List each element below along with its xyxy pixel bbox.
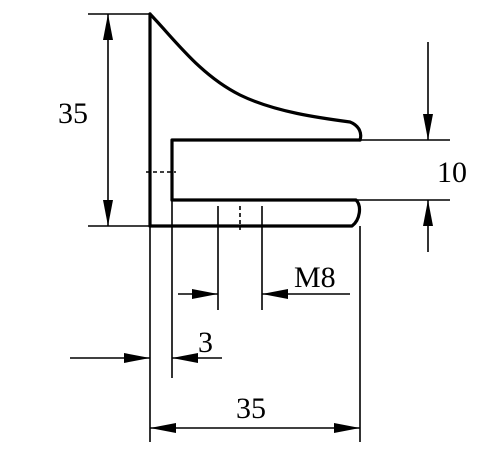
arrow-up <box>103 14 113 40</box>
lower-jaw <box>148 198 362 228</box>
dimension-label-thread: M8 <box>294 261 336 294</box>
dimension-thread: M8 <box>178 230 350 310</box>
arrow-down <box>103 200 113 226</box>
dimension-slot-height: 10 <box>356 42 467 252</box>
dimension-height-left: 35 <box>58 13 150 227</box>
dimension-label-offset: 3 <box>198 326 213 359</box>
arrow-thread-right <box>262 289 288 299</box>
arrow-offset-left <box>124 353 150 363</box>
dimension-width-bottom: 35 <box>150 226 361 442</box>
dimension-label-height-left: 35 <box>58 97 88 130</box>
gusset-curve <box>148 12 363 142</box>
arrow-right <box>334 423 360 433</box>
dimension-label-width-bottom: 35 <box>236 392 266 425</box>
arrow-thread-left <box>192 289 218 299</box>
arrow-up-into-slot <box>423 200 433 226</box>
arrow-left <box>150 423 176 433</box>
dimension-label-slot: 10 <box>437 156 467 189</box>
arrow-down-into-slot <box>423 114 433 140</box>
dimension-offset: 3 <box>70 200 222 442</box>
slot-top-edge <box>170 138 362 202</box>
part-outline <box>146 12 363 230</box>
arrow-offset-right <box>172 353 198 363</box>
